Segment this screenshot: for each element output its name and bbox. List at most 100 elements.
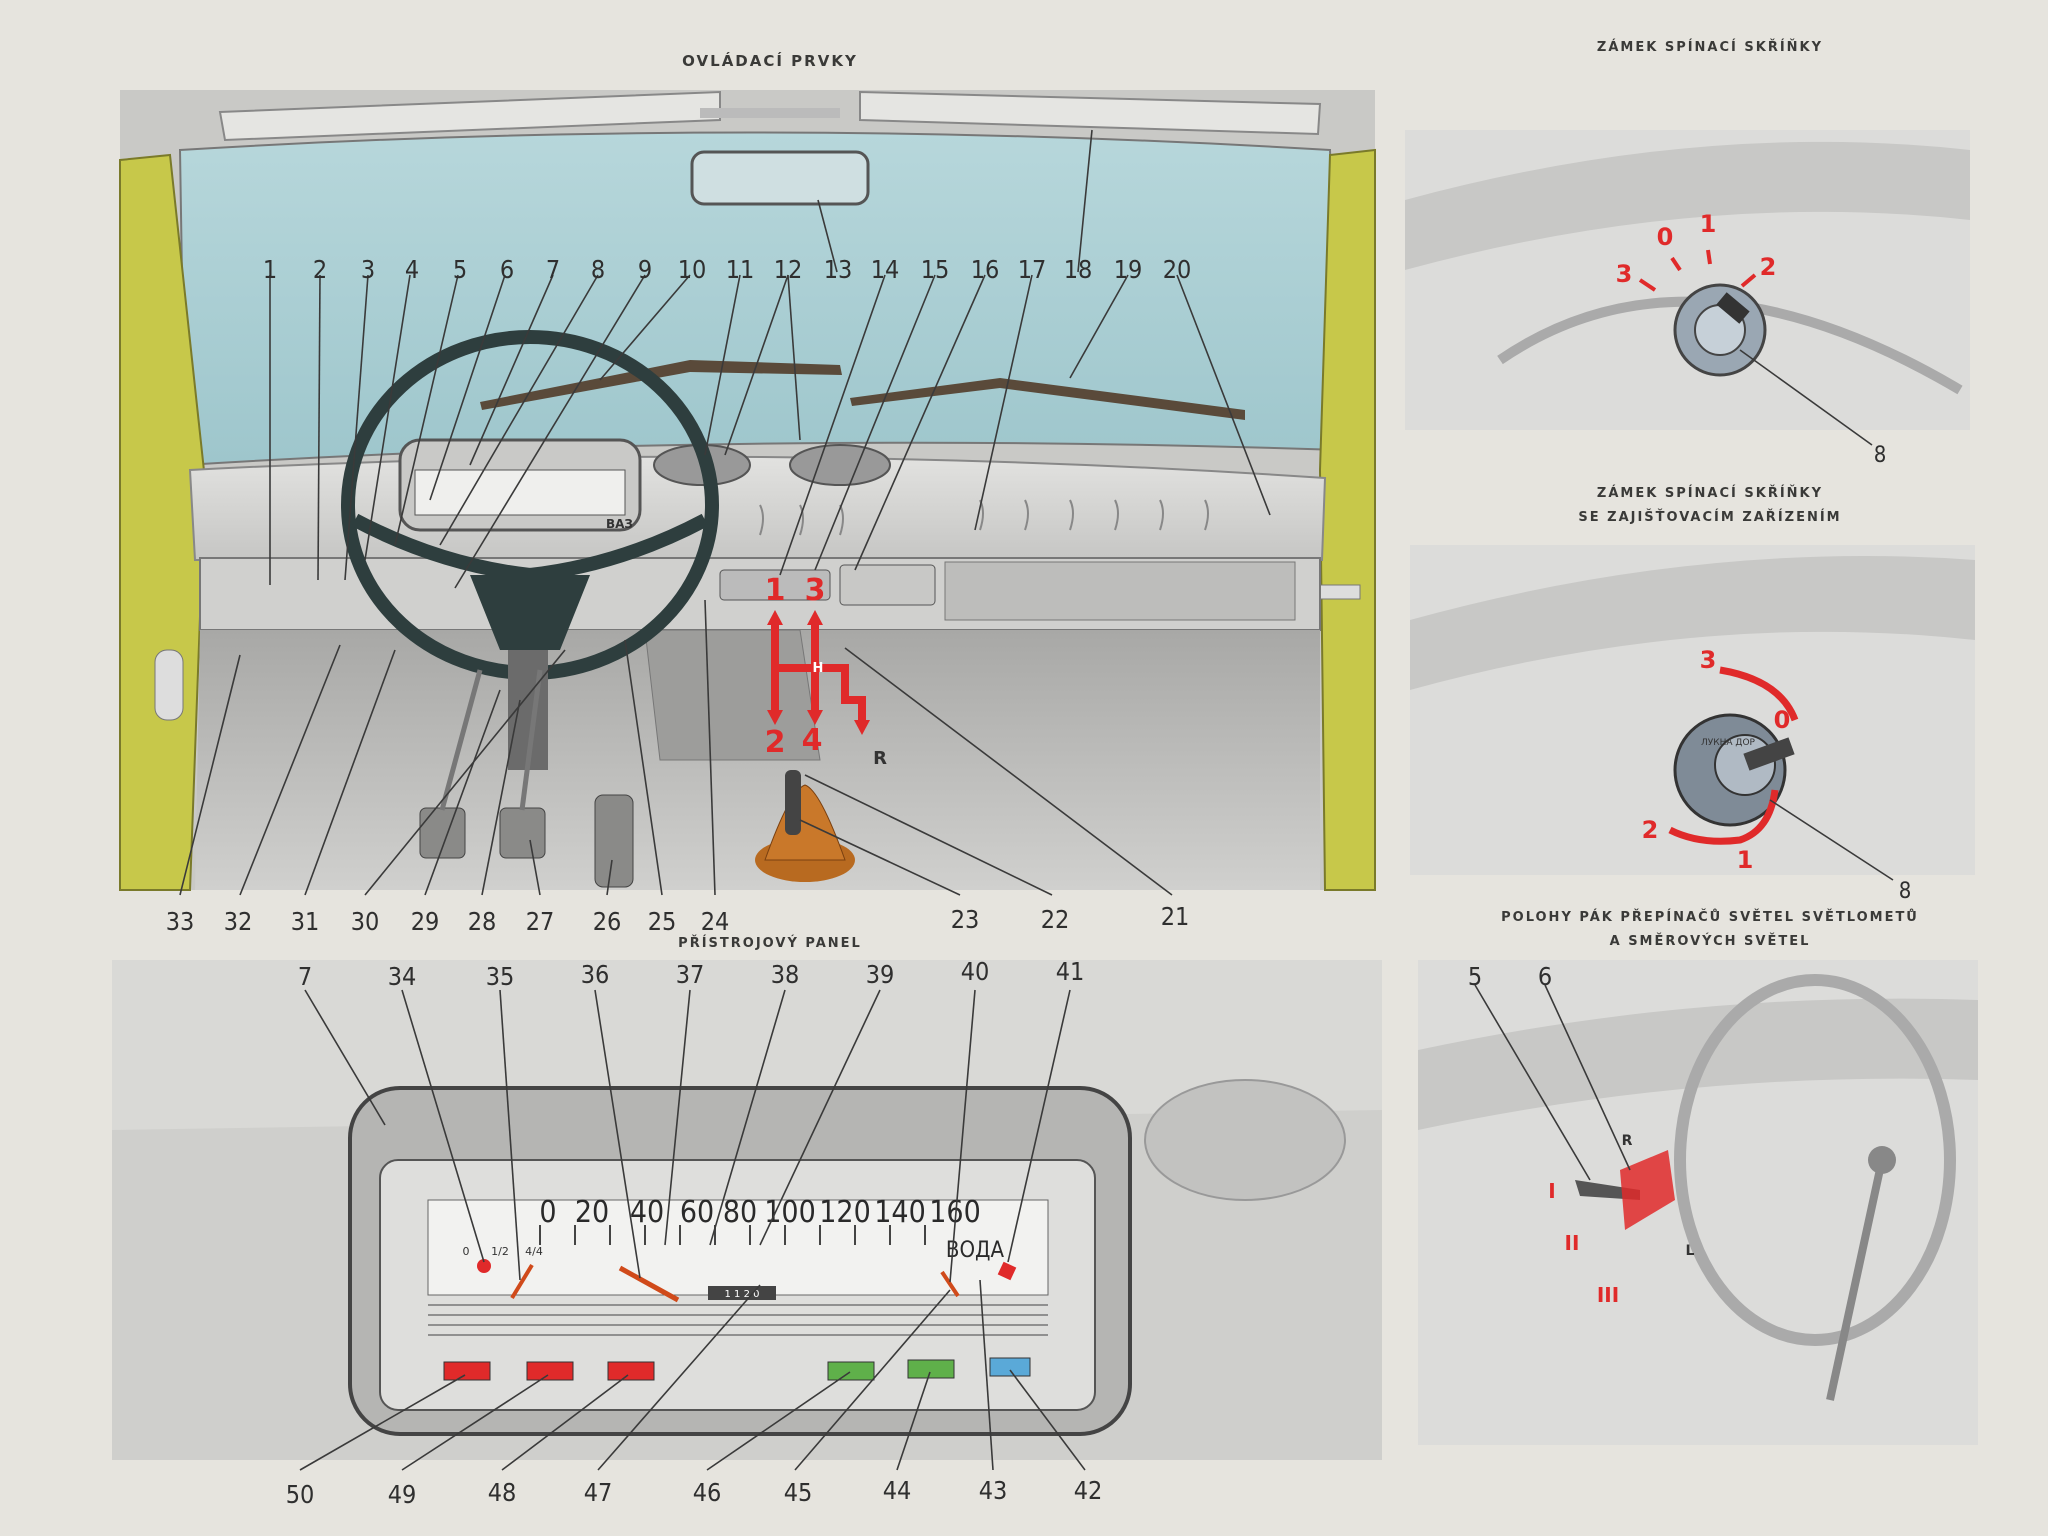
svg-text:1: 1 (1700, 210, 1717, 238)
svg-text:4: 4 (802, 723, 823, 758)
svg-text:40: 40 (630, 1195, 664, 1230)
title-switch-positions-2: A SMĚROVÝCH SVĚTEL (1609, 934, 1811, 949)
speedo-needle (618, 1265, 680, 1303)
svg-text:26: 26 (593, 907, 622, 936)
svg-text:III: III (1597, 1283, 1619, 1307)
stalk6-callout: 6 (1538, 962, 1552, 991)
title-switch-positions-1: POLOHY PÁK PŘEPÍNAČŮ SVĚTEL SVĚTLOMETŮ (1501, 910, 1919, 925)
door-right (1318, 148, 1376, 891)
svg-text:31: 31 (291, 907, 320, 936)
svg-text:2: 2 (313, 255, 327, 284)
svg-text:46: 46 (693, 1478, 722, 1507)
svg-text:1: 1 (263, 255, 277, 284)
indicator-lamp-42 (989, 1357, 1031, 1377)
water-needle (940, 1270, 960, 1298)
leader-lines-top (269, 129, 1271, 589)
title-controls: OVLÁDACÍ PRVKY (682, 52, 858, 70)
warning-lamp-49 (526, 1361, 574, 1381)
speedo-ticks (539, 1225, 926, 1245)
door-left (119, 153, 207, 891)
svg-text:6: 6 (500, 255, 514, 284)
callouts-panel-bottom: 50 49 48 47 46 45 44 43 42 (286, 1476, 1103, 1509)
svg-text:3: 3 (361, 255, 375, 284)
warning-lamp-50 (443, 1361, 491, 1381)
svg-text:R: R (873, 748, 887, 769)
title-ignition-lock-safety-2: SE ZAJIŠŤOVACÍM ZAŘÍZENÍM (1578, 510, 1842, 525)
svg-text:39: 39 (866, 960, 895, 989)
stalk5-callout: 5 (1468, 962, 1482, 991)
wiper-right (850, 378, 1245, 420)
lock1-marks (1638, 249, 1757, 292)
svg-text:50: 50 (286, 1480, 315, 1509)
svg-text:4/4: 4/4 (525, 1245, 543, 1258)
gear-shift-pattern (771, 625, 866, 720)
svg-text:L: L (1686, 1243, 1695, 1259)
svg-text:11: 11 (726, 255, 755, 284)
svg-text:19: 19 (1114, 255, 1143, 284)
lock2-key-text: ЛУКНА ДОР (1701, 738, 1756, 748)
svg-text:21: 21 (1161, 902, 1190, 931)
svg-text:37: 37 (676, 960, 705, 989)
svg-text:30: 30 (351, 907, 380, 936)
water-label: ВОДА (946, 1238, 1005, 1263)
svg-text:7: 7 (546, 255, 560, 284)
svg-text:8: 8 (591, 255, 605, 284)
fuel-gauge: 0 1/2 4/4 (463, 1245, 543, 1300)
lock2-arrow-upper (1719, 666, 1799, 722)
svg-text:1: 1 (1737, 846, 1754, 874)
sun-visor-right (859, 90, 1322, 136)
leader-lines-panel (299, 989, 1086, 1471)
svg-text:14: 14 (871, 255, 900, 284)
svg-text:140: 140 (874, 1195, 926, 1230)
svg-text:43: 43 (979, 1476, 1008, 1505)
warning-lamp-48 (607, 1361, 655, 1381)
svg-text:40: 40 (961, 957, 990, 986)
callouts-top: 1 2 3 4 5 6 7 8 9 10 11 12 13 14 15 16 1… (263, 255, 1191, 284)
panel-vent-grille (1144, 1079, 1346, 1201)
odometer-digits: 1 1 2 0 (725, 1289, 760, 1300)
svg-text:4: 4 (405, 255, 419, 284)
steering-hub (470, 575, 590, 650)
lock2-positions: 3 0 2 1 (1642, 646, 1791, 874)
svg-text:45: 45 (784, 1478, 813, 1507)
svg-text:42: 42 (1074, 1476, 1103, 1505)
svg-text:28: 28 (468, 907, 497, 936)
svg-text:10: 10 (678, 255, 707, 284)
svg-text:I: I (1548, 1179, 1555, 1203)
svg-text:1/2: 1/2 (491, 1245, 509, 1258)
svg-text:120: 120 (819, 1195, 871, 1230)
svg-text:2: 2 (1760, 253, 1777, 281)
svg-text:20: 20 (1163, 255, 1192, 284)
cluster-face (414, 469, 626, 516)
svg-text:24: 24 (701, 907, 730, 936)
svg-text:0: 0 (1774, 706, 1791, 734)
stalk6-leader (1544, 984, 1631, 1171)
door-handle-left (154, 649, 184, 721)
wiper-left (480, 360, 842, 410)
svg-text:32: 32 (224, 907, 253, 936)
cluster-badge: ВАЗ (606, 517, 633, 531)
lock2-leader (1769, 799, 1894, 881)
svg-text:23: 23 (951, 905, 980, 934)
svg-text:2: 2 (765, 725, 786, 760)
svg-text:7: 7 (298, 962, 312, 991)
svg-text:3: 3 (1700, 646, 1717, 674)
svg-text:16: 16 (971, 255, 1000, 284)
stalk-6-positions (1620, 1150, 1675, 1230)
stalk5-leader (1474, 984, 1591, 1181)
svg-text:47: 47 (584, 1478, 613, 1507)
lock1-key (1716, 292, 1750, 324)
title-ignition-lock: ZÁMEK SPÍNACÍ SKŘÍŇKY (1596, 40, 1824, 55)
water-warning-mark (997, 1261, 1017, 1281)
callouts-bottom-row: 33 32 31 30 29 28 27 26 25 24 23 22 21 (166, 902, 1190, 936)
lock1-callout: 8 (1874, 443, 1887, 468)
svg-text:35: 35 (486, 962, 515, 991)
svg-text:60: 60 (680, 1195, 714, 1230)
svg-text:29: 29 (411, 907, 440, 936)
glovebox (944, 561, 1296, 621)
svg-text:12: 12 (774, 255, 803, 284)
lock2-callout: 8 (1899, 879, 1912, 904)
